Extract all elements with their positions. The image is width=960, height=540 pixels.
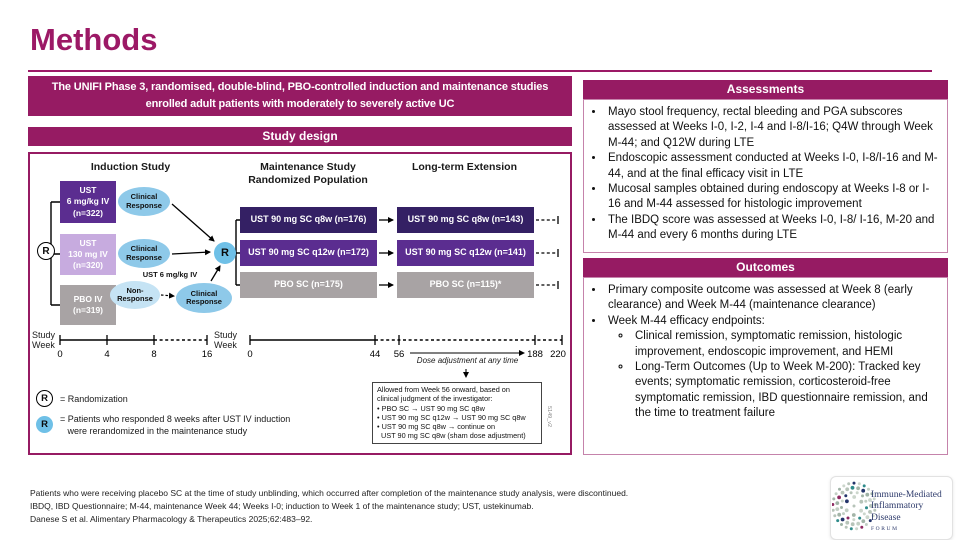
induction-axis-label: Study Week (32, 330, 56, 351)
maintenance-axis-ticks (249, 335, 563, 345)
maintenance-arm-q8w: UST 90 mg SC q8w (n=176) (240, 207, 377, 233)
legend-rerandomization-circle: R (36, 416, 53, 433)
clinical-response-ellipse-3: Clinical Response (176, 283, 232, 313)
lte-continuation-dashes (536, 219, 556, 286)
assessment-item: Mucosal samples obtained during endoscop… (605, 182, 939, 213)
logo-dot-globe-icon (832, 481, 877, 531)
lte-arm-q8w: UST 90 mg SC q8w (n=143) (397, 207, 534, 233)
dose-adjustment-box: Allowed from Week 56 onward, based on cl… (372, 382, 542, 444)
maintenance-arm-pbo: PBO SC (n=175) (240, 272, 377, 298)
maintenance-tick-56: 56 (394, 349, 405, 360)
arrow-clinical1-to-r (171, 203, 215, 242)
maintenance-axis-label: Study Week (214, 330, 238, 351)
assessment-item: The IBDQ score was assessed at Weeks I-0… (605, 213, 939, 244)
legend-randomization-circle: R (36, 390, 53, 407)
outcomes-panel: Primary composite outcome was assessed a… (583, 277, 948, 455)
footnote-line: Patients who were receiving placebo SC a… (30, 488, 629, 498)
induction-arm-pbo: PBO IV (n=319) (60, 285, 116, 325)
lte-column-header: Long-term Extension (411, 161, 517, 173)
logo-text: Immune-Mediated Inflammatory Disease FOR… (871, 490, 952, 533)
diagram-connectors: 0 4 8 16 0 44 56 188 220 (50, 201, 566, 378)
outcomes-header: Outcomes (583, 258, 948, 277)
clinical-response-ellipse-1: Clinical Response (118, 187, 170, 216)
outcome-subitem: Clinical remission, symptomatic remissio… (632, 329, 939, 360)
dose-adjustment-label: Dose adjustment at any time (416, 356, 519, 365)
randomization-circle: R (37, 242, 55, 260)
induction-axis-ticks (59, 335, 208, 345)
assessment-item: Mayo stool frequency, rectal bleeding an… (605, 105, 939, 151)
study-design-diagram: 0 4 8 16 0 44 56 188 220 Induction Study… (28, 152, 572, 455)
maintenance-arm-q12w: UST 90 mg SC q12w (n=172) (240, 240, 377, 266)
induction-tick-8: 8 (151, 349, 156, 360)
arrow-clinical3-to-r (210, 265, 221, 282)
rerandomization-circle: R (214, 242, 236, 264)
lte-arm-pbo: PBO SC (n=115)* (397, 272, 534, 298)
non-response-ellipse: Non- Response (110, 281, 160, 309)
induction-arm-ust130: UST 130 mg IV (n=320) (60, 234, 116, 275)
induction-tick-0: 0 (57, 349, 62, 360)
outcome-subitem: Long-Term Outcomes (Up to Week M-200): T… (632, 360, 939, 422)
footnotes: Patients who were receiving placebo SC a… (30, 487, 628, 527)
arrow-clinical2-to-r (171, 249, 211, 256)
logo-line-2: Inflammatory Disease (871, 501, 924, 523)
assessments-panel: Mayo stool frequency, rectal bleeding an… (583, 99, 948, 253)
induction-column-header: Induction Study (90, 161, 171, 173)
footnote-line: Danese S et al. Alimentary Pharmacology … (30, 514, 313, 525)
clinical-response-ellipse-2: Clinical Response (118, 239, 170, 268)
study-design-header: Study design (28, 127, 572, 146)
crossover-note: UST 6 mg/kg IV (142, 270, 198, 279)
maintenance-tick-0: 0 (247, 349, 252, 360)
maintenance-tick-220: 220 (550, 349, 566, 360)
outcome-item-label: Week M-44 efficacy endpoints: (608, 314, 765, 327)
maintenance-column-header: Maintenance Study Randomized Population (248, 161, 368, 186)
assessment-item: Endoscopic assessment conducted at Weeks… (605, 151, 939, 182)
maintenance-bracket (235, 219, 240, 286)
maintenance-tick-44: 44 (370, 349, 381, 360)
outcomes-list: Primary composite outcome was assessed a… (588, 283, 939, 422)
arrow-nonresponse-dashed (160, 292, 175, 299)
legend-rerandomization-text: = Patients who responded 8 weeks after U… (60, 414, 291, 436)
outcomes-sublist: Clinical remission, symptomatic remissio… (608, 329, 939, 421)
imid-forum-logo: Immune-Mediated Inflammatory Disease FOR… (830, 476, 953, 540)
figure-code: 5149_v2 (546, 406, 552, 428)
induction-arm-ust6: UST 6 mg/kg IV (n=322) (60, 181, 116, 223)
assessments-header: Assessments (583, 80, 948, 99)
page-title: Methods (30, 22, 158, 57)
title-divider (28, 70, 932, 72)
maintenance-tick-188: 188 (527, 349, 543, 360)
outcome-item: Week M-44 efficacy endpoints: Clinical r… (605, 314, 939, 422)
assessments-list: Mayo stool frequency, rectal bleeding an… (588, 105, 939, 244)
logo-line-1: Immune-Mediated (871, 490, 942, 500)
footnote-line: IBDQ, IBD Questionnaire; M-44, maintenan… (30, 501, 534, 512)
outcome-item: Primary composite outcome was assessed a… (605, 283, 939, 314)
induction-tick-16: 16 (202, 349, 213, 360)
legend-randomization-text: = Randomization (60, 394, 128, 404)
logo-line-3: FORUM (871, 526, 899, 533)
induction-tick-4: 4 (104, 349, 109, 360)
study-intro-banner: The UNIFI Phase 3, randomised, double-bl… (28, 76, 572, 116)
lte-arm-q12w: UST 90 mg SC q12w (n=141) (397, 240, 534, 266)
